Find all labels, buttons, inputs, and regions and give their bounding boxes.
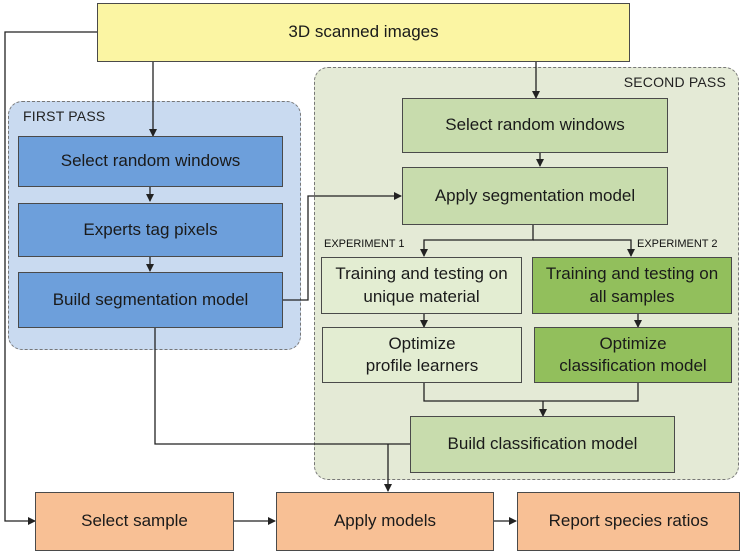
node-build-segmentation-model: Build segmentation model xyxy=(18,272,283,328)
edge-apply-split-2 xyxy=(533,239,635,257)
node-3d-scanned-images: 3D scanned images xyxy=(97,3,630,62)
node-apply-models-label: Apply models xyxy=(333,511,437,531)
edge-scanned-select-sample xyxy=(4,31,97,525)
second-pass-label: SECOND PASS xyxy=(623,74,726,90)
node-report-species-ratios: Report species ratios xyxy=(517,492,740,551)
node-exp2-opt-line2: classification model xyxy=(559,356,707,375)
first-pass-label: FIRST PASS xyxy=(23,108,106,124)
node-optimize-classification-model: Optimize classification model xyxy=(534,327,732,383)
node-experts-tag-pixels: Experts tag pixels xyxy=(18,203,283,257)
node-exp1-opt-line1: Optimize xyxy=(388,333,456,353)
node-sp-select-random-windows: Select random windows xyxy=(402,98,668,153)
node-fp-select-label: Select random windows xyxy=(60,151,241,171)
edge-fp-build-classification xyxy=(154,328,410,445)
node-exp1-training-testing: Training and testing on unique material xyxy=(321,257,522,314)
node-exp1-train-line1: Training and testing on xyxy=(335,264,508,284)
node-select-sample: Select sample xyxy=(35,492,234,551)
edge-fp-build-sp-apply xyxy=(282,192,402,301)
node-fp-select-random-windows: Select random windows xyxy=(18,136,283,187)
node-report-label: Report species ratios xyxy=(548,511,709,531)
node-apply-models: Apply models xyxy=(276,492,494,551)
node-apply-segmentation-model: Apply segmentation model xyxy=(402,167,668,225)
node-3d-scanned-images-label: 3D scanned images xyxy=(288,22,439,42)
node-build-class-label: Build classification model xyxy=(447,434,638,454)
node-sp-select-label: Select random windows xyxy=(445,115,625,135)
node-build-classification-model: Build classification model xyxy=(410,416,675,473)
node-optimize-profile-learners: Optimize profile learners xyxy=(322,327,522,383)
experiment-1-label: EXPERIMENT 1 xyxy=(324,238,405,250)
experiment-2-label: EXPERIMENT 2 xyxy=(637,238,718,250)
node-apply-seg-label: Apply segmentation model xyxy=(434,185,636,205)
node-experts-tag-label: Experts tag pixels xyxy=(83,219,218,239)
node-exp2-training-testing: Training and testing on all samples xyxy=(532,257,732,314)
node-exp1-train-line2: unique material xyxy=(363,286,480,306)
node-exp2-opt-line1: Optimize xyxy=(599,333,667,353)
edge-apply-split xyxy=(420,225,534,257)
node-exp2-train-line2: all samples xyxy=(589,286,675,306)
node-build-seg-label: Build segmentation model xyxy=(52,289,249,309)
node-select-sample-label: Select sample xyxy=(81,511,188,531)
node-exp2-train-line1: Training and testing on xyxy=(545,264,719,284)
edge-opt-merge xyxy=(423,383,639,402)
node-exp1-opt-line2: profile learners xyxy=(365,356,479,375)
